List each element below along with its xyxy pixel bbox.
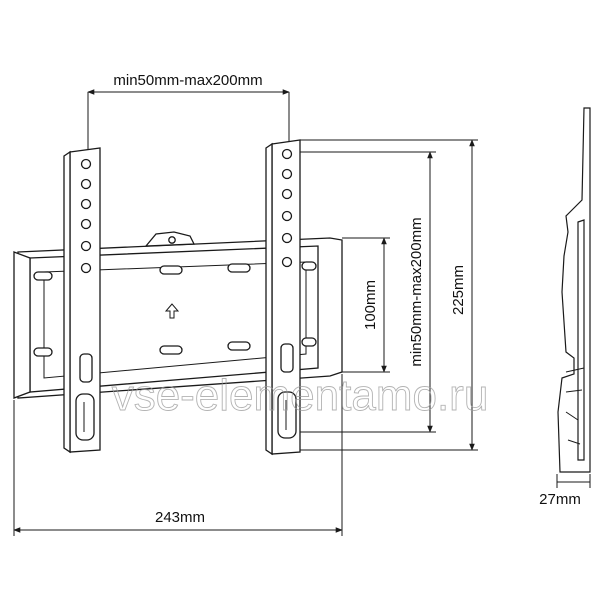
dim-label-hole-vertical: min50mm-max200mm xyxy=(408,217,425,366)
dim-label-depth: 27mm xyxy=(539,491,581,508)
watermark: vse-elementamo.ru xyxy=(112,371,489,420)
left-vertical-arm xyxy=(63,147,101,454)
plate-slots xyxy=(33,261,317,357)
dim-label-hole-horizontal: min50mm-max200mm xyxy=(113,72,262,89)
side-profile-view xyxy=(557,107,591,473)
right-arm-holes xyxy=(281,148,293,268)
dim-hole-pattern-horizontal xyxy=(87,89,290,150)
dim-total-height xyxy=(300,139,478,451)
dim-label-plate-height: 100mm xyxy=(362,280,379,330)
dim-label-total-width: 243mm xyxy=(155,509,205,526)
dim-hole-pattern-vertical xyxy=(300,151,436,433)
dim-label-total-height: 225mm xyxy=(450,265,467,315)
left-arm-holes xyxy=(80,158,92,274)
up-arrow-icon xyxy=(164,303,180,319)
right-vertical-arm xyxy=(265,139,301,456)
dim-total-width xyxy=(13,374,343,536)
dim-depth xyxy=(556,474,591,488)
dim-plate-height xyxy=(342,237,390,373)
